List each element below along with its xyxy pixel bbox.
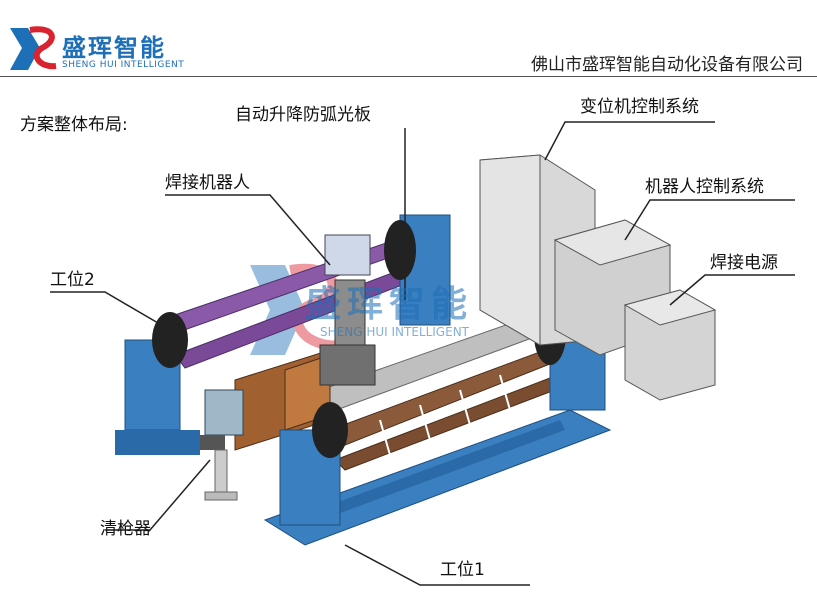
overall-layout-label: 方案整体布局: [20, 115, 128, 135]
welding-robot [319, 234, 376, 386]
torch-cleaner-label: 清枪器 [100, 519, 151, 539]
station1-label: 工位1 [440, 560, 485, 580]
lifting-shield-label: 自动升降防弧光板 [235, 105, 371, 125]
watermark-text-cn: 盛珲智能 [305, 284, 474, 325]
station2-headstock [115, 312, 200, 455]
station1-base [263, 409, 612, 546]
station1-headstock [279, 402, 348, 526]
station2-tailstock [384, 214, 451, 326]
torch-cleaner [200, 389, 244, 501]
station2-label: 工位2 [50, 270, 95, 290]
company-logo-icon [10, 26, 57, 70]
positioner-control-label: 变位机控制系统 [580, 97, 699, 117]
brand-name-en: SHENG HUI INTELLIGENT [62, 60, 185, 70]
welding-power-source [623, 289, 717, 401]
robot-control-label: 机器人控制系统 [645, 177, 764, 197]
welding-robot-label: 焊接机器人 [165, 173, 250, 193]
company-name: 佛山市盛珲智能自动化设备有限公司 [531, 55, 803, 75]
power-source-label: 焊接电源 [710, 253, 778, 273]
brand-name-cn: 盛珲智能 [62, 34, 166, 62]
watermark-text-en: SHENG HUI INTELLIGENT [320, 325, 469, 339]
header-divider [0, 76, 817, 77]
callout-lines [50, 121, 795, 586]
